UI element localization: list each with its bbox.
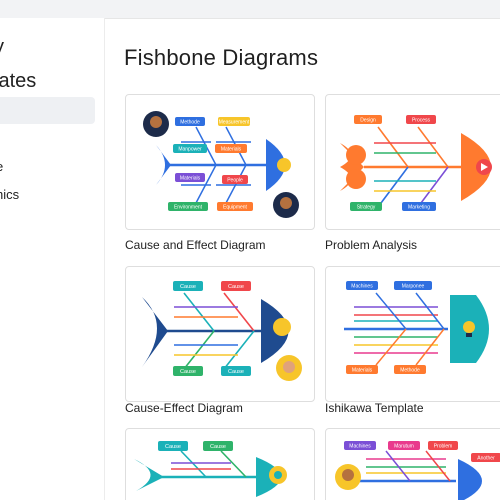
window-top-bar: [0, 0, 500, 19]
card-caption[interactable]: Ishikawa Template: [325, 401, 424, 415]
sidebar-title: y lates: [0, 30, 36, 98]
play-icon: [481, 163, 488, 171]
label-text: Methode: [400, 368, 420, 374]
template-card-problem-analysis[interactable]: Design Process Strategy Marketing: [325, 94, 500, 230]
sidebar-item-selected[interactable]: [0, 97, 95, 124]
label-text: Cause: [180, 369, 196, 375]
label-text: Cause: [180, 284, 196, 290]
main-content: Fishbone Diagrams Methode Measurement Ma…: [105, 18, 500, 500]
label-text: Strategy: [357, 205, 376, 211]
fishbone-thumbnail-1: Methode Measurement Manpower Materials M…: [143, 111, 299, 218]
sidebar: y lates e hics: [0, 18, 105, 500]
fishbone-thumbnail-5: Cause Cause: [134, 441, 287, 497]
template-card-5[interactable]: Cause Cause: [125, 428, 315, 500]
lightbulb-icon: [463, 321, 475, 333]
fish-tail: [340, 143, 364, 191]
label-text: Marponee: [402, 284, 425, 290]
label-text: Design: [360, 118, 376, 124]
label-text: Process: [412, 118, 431, 124]
label-text: Cause: [228, 284, 244, 290]
label-text: Machines: [351, 284, 373, 290]
fishbone-thumbnail-6: Machines Marutum Problem Another: [335, 441, 500, 500]
label-text: Materials: [352, 368, 373, 374]
label-text: Cause: [165, 444, 181, 450]
label-text: Machines: [349, 444, 371, 450]
template-card-6[interactable]: Machines Marutum Problem Another: [325, 428, 500, 500]
sidebar-item-2[interactable]: hics: [0, 187, 20, 202]
card-caption[interactable]: Problem Analysis: [325, 238, 418, 252]
label-text: Problem: [434, 444, 453, 450]
label-text: Methode: [180, 120, 200, 126]
fishbone-thumbnail-4: Machines Marponee Materials Methode: [344, 281, 489, 374]
card-caption[interactable]: Cause and Effect Diagram: [125, 238, 266, 252]
label-text: Materials: [221, 147, 242, 153]
fishbone-thumbnail-3: Cause Cause Cause Cause: [142, 281, 302, 381]
sidebar-title-line-2: lates: [0, 70, 37, 92]
label-text: Cause: [210, 444, 226, 450]
fish-head: [458, 459, 482, 500]
template-card-ishikawa[interactable]: Machines Marponee Materials Methode: [325, 266, 500, 402]
label-text: Measurement: [219, 120, 250, 126]
template-card-cause-effect[interactable]: Cause Cause Cause Cause: [125, 266, 315, 402]
label-text: Another: [477, 456, 495, 462]
page-title: Fishbone Diagrams: [124, 45, 319, 70]
template-card-cause-and-effect[interactable]: Methode Measurement Manpower Materials M…: [125, 94, 315, 230]
label-text: Cause: [228, 369, 244, 375]
label-text: Marutum: [394, 444, 414, 450]
fish-tail: [134, 459, 164, 491]
label-text: Marketing: [408, 205, 430, 211]
label-text: Materials: [180, 176, 201, 182]
sidebar-title-line-1: y: [0, 30, 36, 64]
label-text: Environment: [174, 205, 203, 211]
label-text: Equipment: [223, 205, 248, 211]
fishbone-thumbnail-2: Design Process Strategy Marketing: [340, 115, 492, 211]
card-caption[interactable]: Cause-Effect Diagram: [125, 401, 243, 415]
sidebar-item-1[interactable]: e: [0, 159, 3, 174]
label-text: Manpower: [178, 147, 202, 153]
fish-head: [266, 139, 285, 191]
label-text: People: [227, 178, 243, 184]
